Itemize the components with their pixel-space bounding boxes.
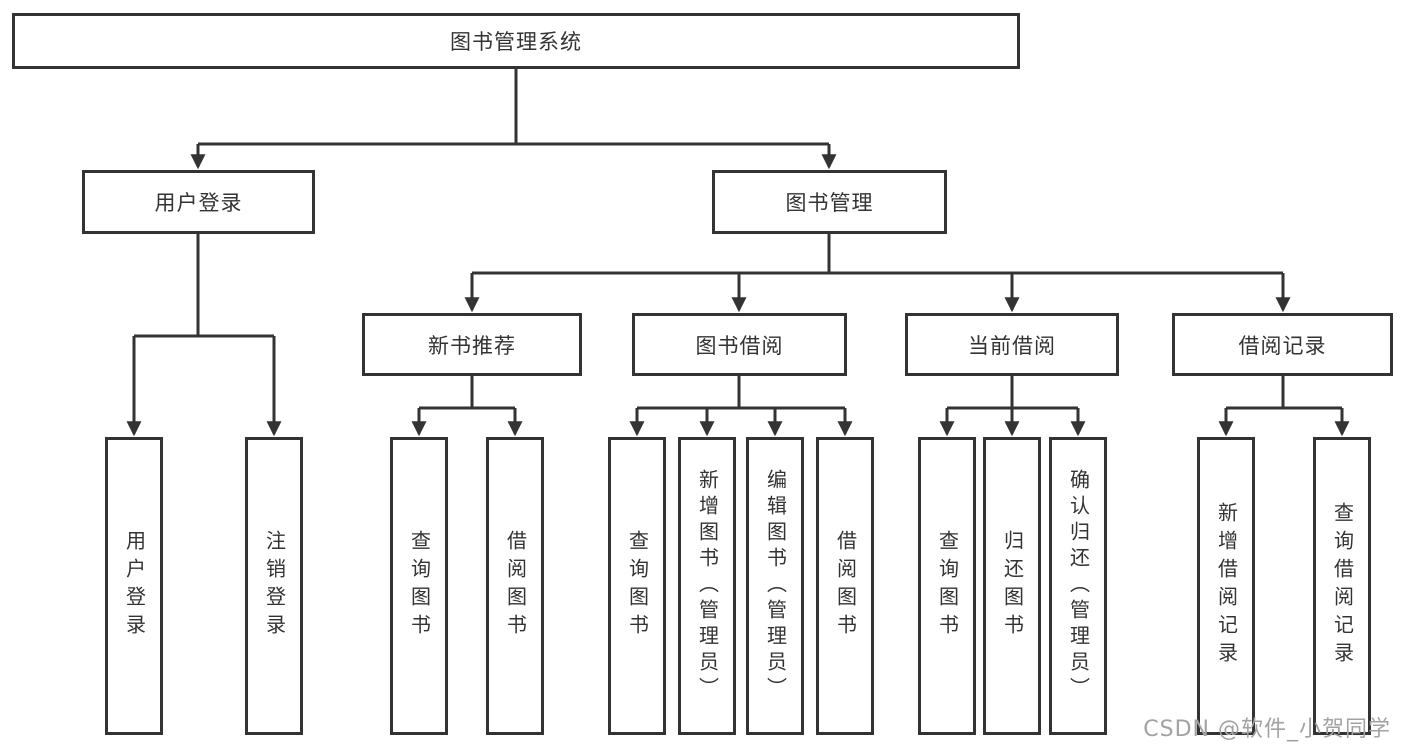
leaf-recommend-query-books: 查询图书	[390, 437, 448, 735]
csdn-watermark: CSDN @软件_小贺同学	[1143, 717, 1391, 742]
node-book-borrowing-label: 图书借阅	[695, 333, 784, 358]
leaf-user-login: 用户登录	[105, 437, 163, 735]
leaf-borrowing-query-books: 查询图书	[608, 437, 666, 735]
leaf-current-confirm-return-admin-label: 确认归还（管理员）	[1066, 469, 1091, 703]
node-book-management: 图书管理	[712, 170, 947, 234]
node-new-book-recommendation-label: 新书推荐	[428, 333, 516, 358]
leaf-current-query-books-label: 查询图书	[935, 530, 960, 642]
leaf-records-add-record-label: 新增借阅记录	[1214, 502, 1239, 670]
leaf-records-query-record-label: 查询借阅记录	[1330, 502, 1355, 670]
leaf-user-login-label: 用户登录	[122, 530, 147, 642]
leaf-current-confirm-return-admin: 确认归还（管理员）	[1049, 437, 1107, 735]
leaf-borrowing-borrow-books-label: 借阅图书	[833, 530, 858, 642]
leaf-recommend-borrow-books: 借阅图书	[486, 437, 544, 735]
node-borrowing-records-label: 借阅记录	[1238, 333, 1327, 358]
leaf-recommend-query-books-label: 查询图书	[407, 530, 432, 642]
leaf-current-return-books: 归还图书	[983, 437, 1041, 735]
leaf-borrowing-edit-books-admin: 编辑图书（管理员）	[746, 437, 804, 735]
leaf-logout-login: 注销登录	[245, 437, 303, 735]
leaf-records-query-record: 查询借阅记录	[1313, 437, 1371, 735]
node-book-management-label: 图书管理	[785, 191, 874, 215]
leaf-current-return-books-label: 归还图书	[1000, 530, 1025, 642]
node-current-borrowing: 当前借阅	[905, 313, 1119, 376]
leaf-records-add-record: 新增借阅记录	[1197, 437, 1255, 735]
node-borrowing-records: 借阅记录	[1172, 313, 1393, 376]
node-user-login: 用户登录	[82, 170, 315, 234]
node-new-book-recommendation: 新书推荐	[362, 313, 582, 376]
leaf-current-query-books: 查询图书	[918, 437, 976, 735]
node-user-login-label: 用户登录	[154, 191, 243, 215]
leaf-borrowing-edit-books-admin-label: 编辑图书（管理员）	[763, 469, 788, 703]
leaf-borrowing-query-books-label: 查询图书	[625, 530, 650, 642]
node-book-borrowing: 图书借阅	[632, 313, 847, 376]
node-current-borrowing-label: 当前借阅	[968, 333, 1056, 358]
leaf-logout-login-label: 注销登录	[262, 530, 287, 642]
node-root-system: 图书管理系统	[12, 13, 1020, 69]
leaf-recommend-borrow-books-label: 借阅图书	[503, 530, 528, 642]
leaf-borrowing-add-books-admin: 新增图书（管理员）	[678, 437, 736, 735]
leaf-borrowing-borrow-books: 借阅图书	[816, 437, 874, 735]
leaf-borrowing-add-books-admin-label: 新增图书（管理员）	[695, 469, 720, 703]
node-root-label: 图书管理系统	[450, 30, 582, 54]
